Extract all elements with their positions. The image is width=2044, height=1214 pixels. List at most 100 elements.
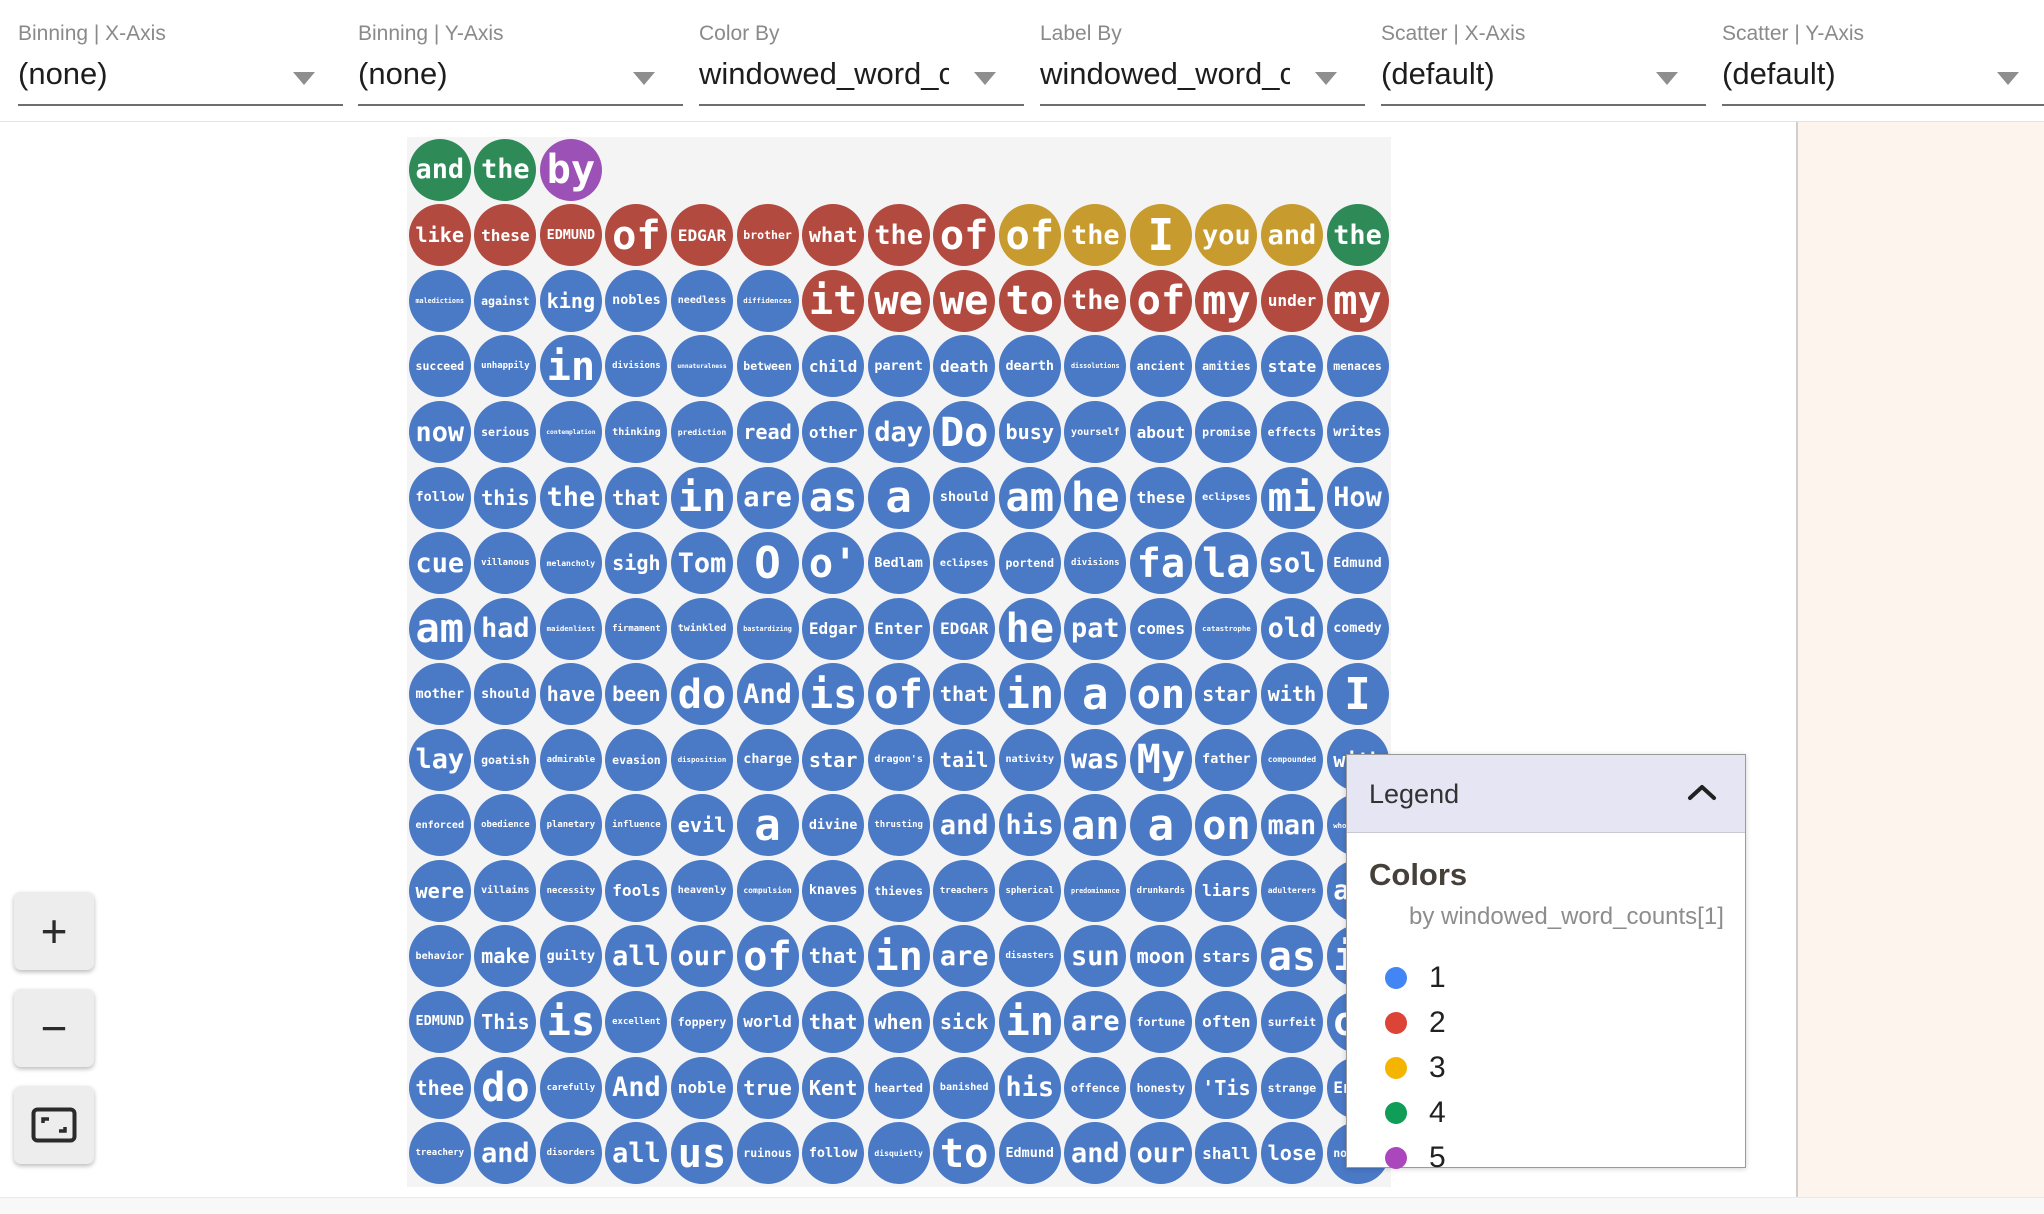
- word-bubble[interactable]: moon: [1129, 925, 1192, 988]
- word-bubble[interactable]: honesty: [1129, 1056, 1192, 1119]
- word-bubble[interactable]: heavenly: [671, 859, 733, 922]
- word-bubble[interactable]: melancholy: [539, 532, 602, 595]
- word-bubble[interactable]: compounded: [1260, 728, 1323, 791]
- word-bubble[interactable]: goatish: [474, 728, 537, 791]
- word-bubble[interactable]: Edmund: [1326, 532, 1389, 595]
- word-bubble[interactable]: we: [867, 269, 930, 332]
- word-bubble[interactable]: fools: [605, 859, 668, 922]
- word-bubble[interactable]: divisions: [605, 335, 668, 398]
- word-bubble[interactable]: disquietly: [867, 1122, 930, 1185]
- word-bubble[interactable]: in: [998, 990, 1061, 1053]
- word-bubble[interactable]: that: [605, 466, 668, 529]
- word-bubble[interactable]: ancient: [1129, 335, 1192, 398]
- word-bubble[interactable]: o': [802, 532, 865, 595]
- word-bubble[interactable]: planetary: [539, 794, 602, 857]
- word-bubble[interactable]: brother: [736, 204, 799, 267]
- zoom-out-button[interactable]: −: [14, 989, 94, 1067]
- word-bubble[interactable]: villains: [474, 859, 537, 922]
- word-bubble[interactable]: Do: [933, 401, 996, 463]
- word-bubble[interactable]: that: [802, 925, 865, 988]
- dropdown-label-by[interactable]: Label By windowed_word_counts: [1040, 0, 1365, 122]
- word-bubble[interactable]: our: [671, 925, 733, 988]
- word-bubble[interactable]: of: [998, 204, 1061, 267]
- word-bubble[interactable]: EDGAR: [671, 204, 733, 267]
- word-bubble[interactable]: the: [867, 204, 930, 267]
- word-bubble[interactable]: admirable: [539, 728, 602, 791]
- word-bubble[interactable]: Kent: [802, 1056, 865, 1119]
- word-bubble[interactable]: nobles: [605, 269, 668, 332]
- fit-to-screen-button[interactable]: [14, 1086, 94, 1164]
- word-bubble[interactable]: in: [867, 925, 930, 988]
- word-bubble[interactable]: foppery: [671, 990, 733, 1053]
- word-bubble[interactable]: to: [933, 1122, 996, 1185]
- word-bubble[interactable]: a: [1064, 663, 1127, 726]
- word-bubble[interactable]: ruinous: [736, 1122, 799, 1185]
- word-bubble[interactable]: How: [1326, 466, 1389, 529]
- word-bubble[interactable]: are: [933, 925, 996, 988]
- dropdown-binning-x-axis[interactable]: Binning | X-Axis (none): [18, 0, 343, 122]
- word-bubble[interactable]: compulsion: [736, 859, 799, 922]
- word-bubble[interactable]: prediction: [671, 401, 733, 463]
- word-bubble[interactable]: the: [1064, 204, 1127, 267]
- word-bubble[interactable]: now: [408, 401, 471, 463]
- word-bubble[interactable]: this: [474, 466, 537, 529]
- word-bubble[interactable]: Edmund: [998, 1122, 1061, 1185]
- word-bubble[interactable]: twinkled: [671, 597, 733, 660]
- word-bubble[interactable]: in: [998, 663, 1061, 726]
- word-bubble[interactable]: other: [802, 401, 865, 463]
- word-bubble[interactable]: true: [736, 1056, 799, 1119]
- word-bubble[interactable]: yourself: [1064, 401, 1127, 463]
- word-bubble[interactable]: offence: [1064, 1056, 1127, 1119]
- word-bubble[interactable]: am: [998, 466, 1061, 529]
- word-bubble[interactable]: EDMUND: [539, 204, 602, 267]
- word-bubble[interactable]: 'Tis: [1195, 1056, 1258, 1119]
- word-bubble[interactable]: a: [1129, 794, 1192, 857]
- word-bubble[interactable]: behavior: [408, 925, 471, 988]
- word-bubble[interactable]: Bedlam: [867, 532, 930, 595]
- word-bubble[interactable]: an: [1064, 794, 1127, 857]
- word-bubble[interactable]: mi: [1260, 466, 1323, 529]
- word-bubble[interactable]: guilty: [539, 925, 602, 988]
- word-bubble[interactable]: on: [1129, 663, 1192, 726]
- word-bubble[interactable]: enforced: [408, 794, 471, 857]
- word-bubble[interactable]: liars: [1195, 859, 1258, 922]
- word-bubble[interactable]: and: [408, 138, 471, 201]
- word-bubble[interactable]: tail: [933, 728, 996, 791]
- word-bubble[interactable]: pat: [1064, 597, 1127, 660]
- word-bubble[interactable]: Tom: [671, 532, 733, 595]
- word-bubble[interactable]: man: [1260, 794, 1323, 857]
- word-bubble[interactable]: all: [605, 925, 668, 988]
- word-bubble[interactable]: diffidences: [736, 269, 799, 332]
- word-bubble[interactable]: and: [474, 1122, 537, 1185]
- word-bubble[interactable]: writes: [1326, 401, 1389, 463]
- word-bubble[interactable]: of: [933, 204, 996, 267]
- word-bubble[interactable]: thrusting: [867, 794, 930, 857]
- word-bubble[interactable]: sigh: [605, 532, 668, 595]
- word-bubble[interactable]: sol: [1260, 532, 1323, 595]
- word-bubble[interactable]: his: [998, 794, 1061, 857]
- word-bubble[interactable]: the: [1064, 269, 1127, 332]
- word-bubble[interactable]: noble: [671, 1056, 733, 1119]
- word-bubble[interactable]: needless: [671, 269, 733, 332]
- word-bubble[interactable]: stars: [1195, 925, 1258, 988]
- word-bubble[interactable]: villanous: [474, 532, 537, 595]
- word-bubble[interactable]: This: [474, 990, 537, 1053]
- word-bubble[interactable]: parent: [867, 335, 930, 398]
- word-bubble[interactable]: his: [998, 1056, 1061, 1119]
- word-bubble[interactable]: star: [802, 728, 865, 791]
- word-bubble[interactable]: maidenliest: [539, 597, 602, 660]
- word-bubble[interactable]: spherical: [998, 859, 1061, 922]
- word-bubble[interactable]: under: [1260, 269, 1323, 332]
- word-bubble[interactable]: the: [1326, 204, 1389, 267]
- word-bubble[interactable]: with: [1260, 663, 1323, 726]
- word-bubble[interactable]: these: [1129, 466, 1192, 529]
- word-bubble[interactable]: read: [736, 401, 799, 463]
- word-bubble[interactable]: our: [1129, 1122, 1192, 1185]
- word-bubble[interactable]: is: [802, 663, 865, 726]
- word-bubble[interactable]: predominance: [1064, 859, 1127, 922]
- word-bubble[interactable]: the: [539, 466, 602, 529]
- word-bubble[interactable]: I: [1326, 663, 1389, 726]
- word-bubble[interactable]: as: [802, 466, 865, 529]
- word-bubble[interactable]: us: [671, 1122, 733, 1185]
- word-bubble[interactable]: succeed: [408, 335, 471, 398]
